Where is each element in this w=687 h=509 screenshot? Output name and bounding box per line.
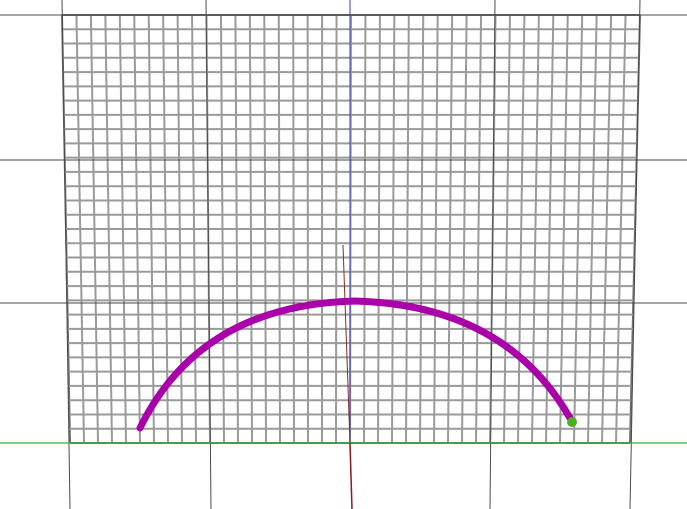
construction-grid-line — [629, 0, 641, 509]
green-point-marker-icon[interactable] — [567, 417, 577, 427]
arc-curve-icon[interactable] — [136, 297, 574, 432]
z-axis-line — [342, 244, 351, 444]
construction-grid-line — [61, 0, 71, 509]
construction-grid-line — [489, 0, 496, 509]
construction-grid-line — [205, 0, 212, 509]
y-axis-negative-line — [349, 442, 353, 509]
